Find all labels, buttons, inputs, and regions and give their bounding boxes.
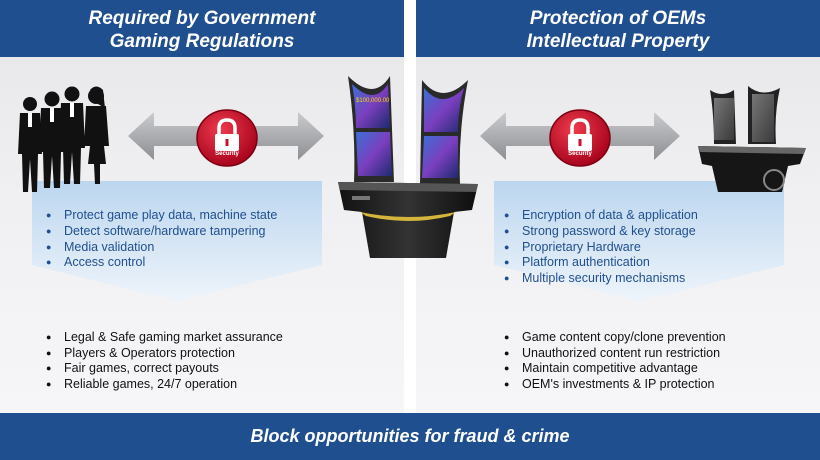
list-item: OEM's investments & IP protection (504, 377, 726, 393)
list-item: Platform authentication (504, 255, 698, 271)
list-item: Multiple security mechanisms (504, 271, 698, 287)
footer-banner: Block opportunities for fraud & crime (0, 413, 820, 460)
list-item: Encryption of data & application (504, 208, 698, 224)
left-benefits-list: Legal & Safe gaming market assurance Pla… (46, 330, 283, 392)
left-title-line1: Required by Government (88, 7, 316, 29)
list-item: Legal & Safe gaming market assurance (46, 330, 283, 346)
right-features-list: Encryption of data & application Strong … (504, 208, 698, 287)
list-item: Media validation (46, 240, 277, 256)
machine-screen-amount: $100,000.00 (356, 98, 390, 104)
list-item: Fair games, correct payouts (46, 361, 283, 377)
left-panel-header: Required by Government Gaming Regulation… (0, 0, 404, 57)
slot-machine-center-image: $100,000.00 (338, 76, 478, 258)
left-security-label: Security (215, 151, 239, 157)
list-item: Detect software/hardware tampering (46, 224, 277, 240)
list-item: Reliable games, 24/7 operation (46, 377, 283, 393)
list-item: Access control (46, 255, 277, 271)
list-item: Game content copy/clone prevention (504, 330, 726, 346)
right-security-lock-icon (548, 108, 612, 168)
left-security-lock-icon (195, 108, 259, 168)
right-title-line2: Intellectual Property (526, 30, 710, 52)
right-panel-header: Protection of OEMs Intellectual Property (416, 0, 820, 57)
list-item: Proprietary Hardware (504, 240, 698, 256)
list-item: Strong password & key storage (504, 224, 698, 240)
right-security-label: Security (568, 151, 592, 157)
left-features-list: Protect game play data, machine state De… (46, 208, 277, 271)
list-item: Maintain competitive advantage (504, 361, 726, 377)
right-title-line1: Protection of OEMs (529, 7, 707, 29)
list-item: Protect game play data, machine state (46, 208, 277, 224)
right-benefits-list: Game content copy/clone prevention Unaut… (504, 330, 726, 392)
business-people-icon (18, 86, 109, 192)
list-item: Players & Operators protection (46, 346, 283, 362)
slot-machine-right-image (698, 86, 806, 192)
footer-text: Block opportunities for fraud & crime (250, 426, 570, 446)
list-item: Unauthorized content run restriction (504, 346, 726, 362)
left-title-line2: Gaming Regulations (109, 30, 295, 52)
